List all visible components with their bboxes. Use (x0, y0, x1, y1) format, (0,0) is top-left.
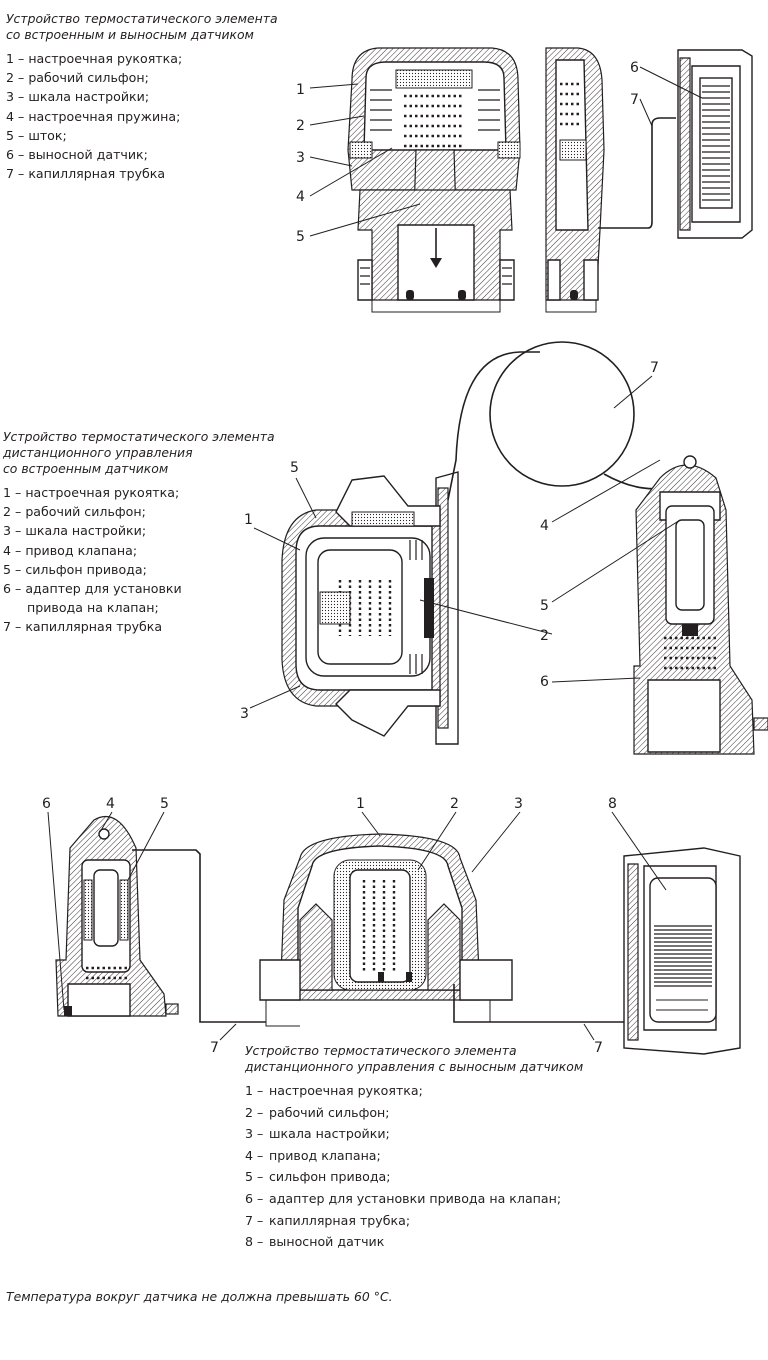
legend-item: 4 –привод клапана; (245, 1147, 381, 1163)
fig3-capillary-left (132, 849, 266, 1023)
legend-item: 3 –шкала настройки; (245, 1126, 390, 1142)
fig3-callouts: 6 4 5 1 2 3 8 7 7 (42, 796, 667, 1056)
legend-item: 1 –настроечная рукоятка; (245, 1083, 423, 1098)
legend-item: 2 – рабочий сильфон; (3, 504, 146, 520)
fig2-sensor-unit (281, 471, 459, 745)
callout-2: 2 (450, 796, 459, 812)
fig2-callouts: 5 1 3 7 4 2 5 6 (240, 360, 681, 722)
callout-5: 5 (290, 460, 299, 476)
fig3-capillary-right (453, 984, 624, 1023)
fig3-actuator (55, 815, 179, 1017)
fig1-remote-sensor-section (545, 47, 605, 313)
callout-7: 7 (210, 1040, 219, 1056)
section1-title: Устройство термостатического элемента со… (6, 11, 278, 42)
fig1-capillary-tube (598, 117, 676, 229)
callout-3: 3 (240, 706, 249, 722)
legend-item: 5 – шток; (6, 127, 67, 143)
legend-item: 6 – адаптер для установки привода на кла… (3, 581, 182, 616)
callout-6: 6 (42, 796, 51, 812)
callout-1: 1 (296, 82, 305, 98)
callout-7: 7 (650, 360, 659, 376)
callout-8: 8 (608, 796, 617, 812)
callout-6: 6 (630, 60, 639, 76)
legend-item: 3 – шкала настройки; (3, 523, 147, 539)
legend-item: 2 –рабочий сильфон; (245, 1104, 390, 1120)
legend-item: 5 –сильфон привода; (245, 1169, 391, 1185)
callout-2: 2 (296, 118, 305, 134)
section1-legend: 1 – настроечная рукоятка; 2 – рабочий си… (6, 49, 182, 183)
section2-title: Устройство термостатического элемента ди… (3, 429, 275, 476)
fig3-knob-unit (259, 833, 513, 1027)
callout-2: 2 (540, 628, 549, 644)
fig3-remote-sensor (623, 847, 741, 1055)
legend-item: 4 – настроечная пружина; (6, 108, 181, 124)
legend-item: 7 – капиллярная трубка (3, 619, 163, 635)
callout-5: 5 (160, 796, 169, 812)
callout-6: 6 (540, 674, 549, 690)
legend-item: 8 –выносной датчик (245, 1234, 385, 1250)
fig1-remote-sensor (677, 49, 753, 239)
callout-4: 4 (106, 796, 115, 812)
legend-item: 7 – капиллярная трубка (6, 166, 166, 182)
temperature-note: Температура вокруг датчика не должна пре… (6, 1289, 393, 1304)
legend-item: 4 – привод клапана; (3, 542, 138, 558)
fig1-callouts: 1 2 3 4 5 6 7 (296, 60, 703, 245)
callout-3: 3 (514, 796, 523, 812)
legend-item: 3 – шкала настройки; (6, 89, 150, 105)
section3-legend: 1 –настроечная рукоятка; 2 –рабочий силь… (245, 1080, 561, 1253)
section2-legend: 1 – настроечная рукоятка; 2 – рабочий си… (3, 483, 182, 637)
callout-3: 3 (296, 150, 305, 166)
callout-7: 7 (594, 1040, 603, 1056)
callout-5: 5 (296, 229, 305, 245)
legend-item: 1 – настроечная рукоятка; (3, 485, 180, 500)
legend-item: 6 –адаптер для установки привода на клап… (245, 1190, 562, 1206)
legend-item: 6 – выносной датчик; (6, 147, 148, 163)
section3-title: Устройство термостатического элемента ди… (245, 1043, 584, 1074)
legend-item: 5 – сильфон привода; (3, 561, 147, 577)
fig2-actuator (633, 455, 768, 755)
callout-1: 1 (356, 796, 365, 812)
fig1-built-in-sensor-head (347, 47, 521, 313)
callout-1: 1 (244, 512, 253, 528)
callout-4: 4 (540, 518, 549, 534)
callout-4: 4 (296, 189, 305, 205)
legend-item: 1 – настроечная рукоятка; (6, 51, 183, 66)
callout-5: 5 (540, 598, 549, 614)
legend-item: 2 – рабочий сильфон; (6, 70, 149, 86)
legend-item: 7 –капиллярная трубка; (245, 1212, 411, 1228)
fig2-capillary-coil (447, 341, 665, 501)
callout-7: 7 (630, 92, 639, 108)
